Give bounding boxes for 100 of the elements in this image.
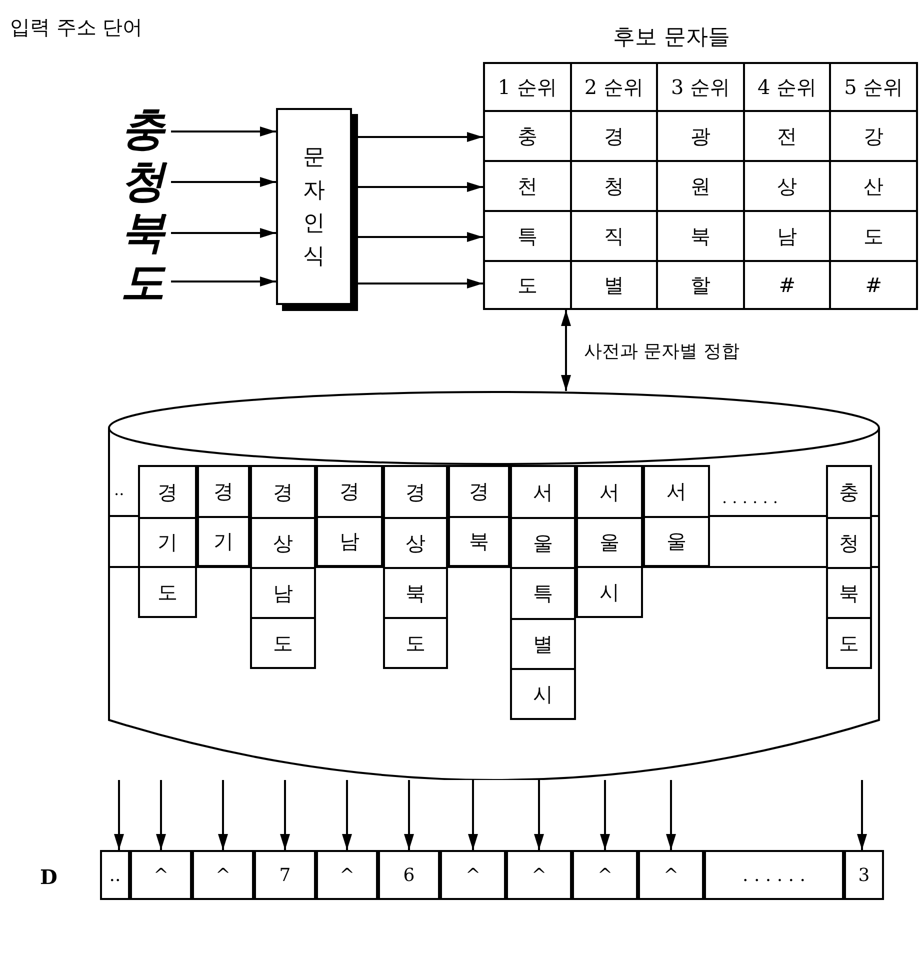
arrow [857, 780, 867, 850]
arrow [468, 780, 478, 850]
arrow [666, 780, 676, 850]
character-cell: 북 [385, 566, 446, 617]
character-cell: 기 [199, 516, 248, 565]
ellipsis: . . . . . . [722, 487, 778, 509]
character-cell: 특 [512, 567, 574, 618]
arrow [600, 780, 610, 850]
table-cell: 산 [829, 162, 916, 210]
table-cell: 청 [570, 162, 656, 210]
dictionary-column [250, 465, 316, 669]
character-cell: 남 [318, 516, 381, 565]
arrow [114, 780, 124, 850]
arrow [534, 780, 544, 850]
character-cell-text: 경 [404, 478, 426, 506]
character-cell-text: 서 [666, 478, 688, 506]
character-cell: 울 [578, 516, 641, 566]
table-row [483, 162, 918, 212]
character-cell: 도 [828, 617, 870, 668]
arrow [342, 780, 352, 850]
table-heading: 후보 문자들 [613, 24, 730, 52]
database-cylinder [108, 391, 880, 780]
character-cell: 도 [385, 617, 446, 668]
dictionary-column [643, 465, 710, 567]
section-title: 입력 주소 단어 [10, 14, 143, 41]
arrow [404, 780, 414, 850]
character-cell: 북 [828, 566, 870, 617]
character-cell: 별 [512, 618, 574, 668]
array-cell: ^ [316, 850, 378, 900]
dictionary-column [316, 465, 383, 567]
arrow [171, 276, 276, 286]
handwritten-character: 북 [115, 208, 171, 258]
character-cell: 상 [252, 516, 314, 567]
handwritten-character: 도 [115, 258, 171, 308]
arrow [280, 780, 290, 850]
character-cell: 시 [578, 566, 641, 616]
character-cell: 상 [385, 516, 446, 567]
table-cell: 도 [829, 212, 916, 260]
table-cell-text: 충 [516, 123, 538, 150]
table-cell: 전 [742, 112, 830, 160]
character-cell: 시 [512, 668, 574, 718]
character-cell: 청 [828, 516, 870, 567]
handwritten-character: 청 [115, 157, 171, 207]
table-cell: 남 [742, 212, 830, 260]
table-cell-text: 1 순위 [496, 74, 558, 101]
table-cell: 직 [570, 212, 656, 260]
table-cell: 3 순위 [656, 64, 743, 110]
table-row [483, 212, 918, 262]
table-cell: # [829, 262, 916, 308]
character-cell-text: 경 [468, 478, 490, 506]
character-cell: 도 [140, 566, 195, 616]
dictionary-column [138, 465, 197, 618]
character-cell: 기 [140, 516, 195, 566]
character-cell-text: 서 [532, 479, 554, 506]
array-cell: .. [100, 850, 130, 900]
character-cell-text: 충 [838, 478, 860, 506]
table-cell: 경 [570, 112, 656, 160]
array-cell: 7 [254, 850, 316, 900]
handwritten-character: 충 [115, 105, 171, 155]
arrow [171, 228, 276, 238]
array-cell: ^ [638, 850, 704, 900]
arrow [171, 177, 276, 187]
table-row [483, 62, 918, 112]
character-cell: 울 [645, 516, 708, 565]
dictionary-column [383, 465, 448, 669]
table-cell: 광 [656, 112, 743, 160]
table-cell: 2 순위 [570, 64, 656, 110]
table-cell-text: 도 [516, 272, 538, 299]
array-cell: 6 [378, 850, 440, 900]
table-cell: 4 순위 [742, 64, 830, 110]
table-row [483, 112, 918, 162]
arrow [171, 126, 276, 136]
array-cell: ^ [572, 850, 638, 900]
array-cell: 3 [844, 850, 884, 900]
dictionary-column [510, 465, 576, 720]
table-cell: 할 [656, 262, 743, 308]
character-cell-text: 경 [338, 478, 360, 506]
arrow [218, 780, 228, 850]
table-cell: 강 [829, 112, 916, 160]
dictionary-column [576, 465, 643, 618]
array-strip [40, 850, 885, 900]
array-name: D [40, 864, 58, 891]
table-cell-text: 특 [516, 223, 538, 250]
table-cell: # [742, 262, 830, 308]
dictionary-column [448, 465, 510, 567]
character-cell: 울 [512, 517, 574, 568]
dictionary-column [826, 465, 872, 669]
array-cell: ^ [440, 850, 506, 900]
array-cell: ^ [130, 850, 192, 900]
table-cell-text: 천 [516, 173, 538, 200]
table-row [483, 262, 918, 310]
array-cell: ^ [506, 850, 572, 900]
box-label: 문자 인식 [303, 144, 325, 270]
character-cell-text: 서 [598, 478, 620, 506]
dictionary-column [197, 465, 250, 567]
character-cell-text: 경 [212, 478, 234, 506]
character-cell-text: 경 [272, 478, 294, 506]
character-cell: 남 [252, 566, 314, 617]
character-cell: 도 [252, 617, 314, 668]
ellipsis: .. [114, 479, 124, 501]
